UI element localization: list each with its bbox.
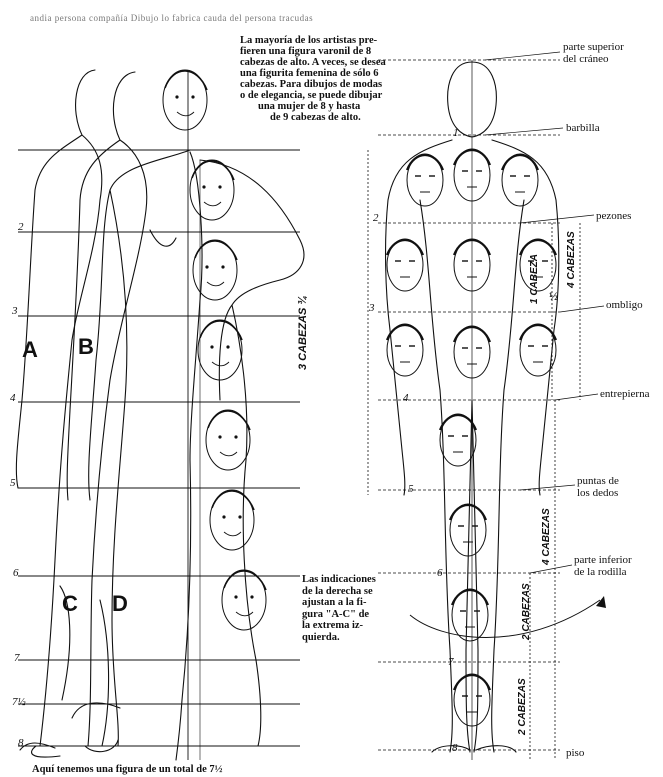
woman-eye-icon (222, 515, 225, 518)
male-hair-icon (387, 325, 423, 340)
leader-line (555, 394, 598, 400)
head-number: 3 (12, 306, 18, 318)
woman-mouth-icon (207, 282, 224, 286)
knee-arrow (410, 600, 600, 638)
intro-paragraph: La mayoría de los artistas pre- fieren u… (240, 35, 440, 123)
intro-line: La mayoría de los artistas pre- (240, 35, 440, 46)
label-nipples: pezones (596, 211, 631, 223)
woman-eye-icon (205, 265, 208, 268)
note-paragraph: Las indicaciones de la derecha se ajusta… (302, 574, 402, 643)
figure-letter-d: D (112, 592, 128, 615)
woman-mouth-icon (212, 362, 229, 366)
head-number: 5 (408, 484, 414, 496)
male-hair-icon (387, 240, 423, 255)
label-skull-top: parte superior del cráneo (563, 42, 624, 65)
male-hair-icon (502, 155, 538, 170)
figure-a-outline (16, 70, 101, 757)
figure-letter-b: B (78, 335, 94, 358)
label-chin: barbilla (566, 123, 600, 135)
male-hair-icon (452, 590, 488, 605)
head-number: 7½ (12, 697, 26, 709)
head-number: 8 (18, 738, 24, 750)
head-number: 6 (13, 568, 19, 580)
intro-line: cabezas. Para dibujos de modas (240, 79, 440, 90)
figure-b-outline (67, 72, 147, 752)
male-hair-icon (440, 415, 476, 430)
head-number: 4 (10, 393, 16, 405)
woman-eye-icon (175, 95, 178, 98)
label-crotch: entrepierna (600, 389, 649, 401)
intro-line: cabezas de alto. A veces, se desea (240, 57, 440, 68)
intro-line: fieren una figura varonil de 8 (240, 46, 440, 57)
leader-line (485, 52, 560, 60)
woman-eye-icon (226, 345, 229, 348)
intro-line: una figurita femenina de sólo 6 (240, 68, 440, 79)
woman-eye-icon (234, 595, 237, 598)
head-number: 2 (18, 222, 24, 234)
woman-hair-icon (195, 241, 237, 260)
measure-four-heads-a: 4 CABEZAS (567, 231, 578, 288)
measure-one-head: 1 CABEZA (530, 254, 541, 304)
leader-line (530, 565, 572, 573)
figure-c-outline (89, 150, 202, 746)
head-number: 5 (10, 478, 16, 490)
head-number: 6 (437, 568, 443, 580)
header-line: andia persona compañía Dibujo lo fabrica… (30, 14, 313, 23)
leader-line (485, 128, 563, 135)
label-navel: ombligo (606, 300, 643, 312)
label-knee: parte inferior de la rodilla (574, 555, 632, 578)
woman-hair-icon (165, 71, 207, 90)
figure-d-outline (200, 160, 304, 746)
label-fingertips: puntas de los dedos (577, 476, 619, 499)
woman-eye-icon (234, 435, 237, 438)
measure-half: ½ (549, 290, 558, 303)
intro-line: o de elegancia, se puede dibujar (240, 90, 440, 101)
woman-mouth-icon (236, 612, 253, 616)
intro-line: de 9 cabezas de alto. (240, 112, 440, 123)
intro-line: una mujer de 8 y hasta (240, 101, 440, 112)
head-number: 2 (373, 213, 379, 225)
woman-hair-icon (208, 411, 250, 430)
leader-line (520, 485, 575, 490)
label-floor: piso (566, 748, 584, 760)
measure-three-and-three-quarters: 3 CABEZAS ¾ (298, 295, 310, 370)
footer-caption: Aquí tenemos una figura de un total de 7… (32, 764, 222, 775)
figure-letter-a: A (22, 338, 38, 361)
woman-eye-icon (210, 345, 213, 348)
figure-letter-c: C (62, 592, 78, 615)
head-number: 1 (453, 128, 459, 140)
woman-hair-icon (192, 161, 234, 180)
woman-eye-icon (221, 265, 224, 268)
woman-eye-icon (238, 515, 241, 518)
woman-eye-icon (218, 185, 221, 188)
head-number: 4 (403, 393, 409, 405)
woman-mouth-icon (224, 532, 241, 536)
head-number: 7 (14, 653, 20, 665)
woman-eye-icon (250, 595, 253, 598)
measure-two-heads-a: 2 CABEZAS (522, 583, 533, 640)
male-hair-icon (450, 505, 486, 520)
measure-two-heads-b: 2 CABEZAS (518, 678, 529, 735)
woman-eye-icon (202, 185, 205, 188)
leader-line (560, 306, 604, 312)
male-hair-icon (520, 325, 556, 340)
head-number: 8 (452, 743, 458, 755)
woman-eye-icon (191, 95, 194, 98)
woman-mouth-icon (220, 452, 237, 456)
head-number: 7 (448, 657, 454, 669)
measure-four-heads-b: 4 CABEZAS (542, 508, 553, 565)
male-hair-icon (520, 240, 556, 255)
woman-eye-icon (218, 435, 221, 438)
woman-hair-icon (212, 491, 254, 510)
woman-mouth-icon (204, 202, 221, 206)
head-number: 3 (369, 303, 375, 315)
woman-mouth-icon (177, 112, 194, 116)
